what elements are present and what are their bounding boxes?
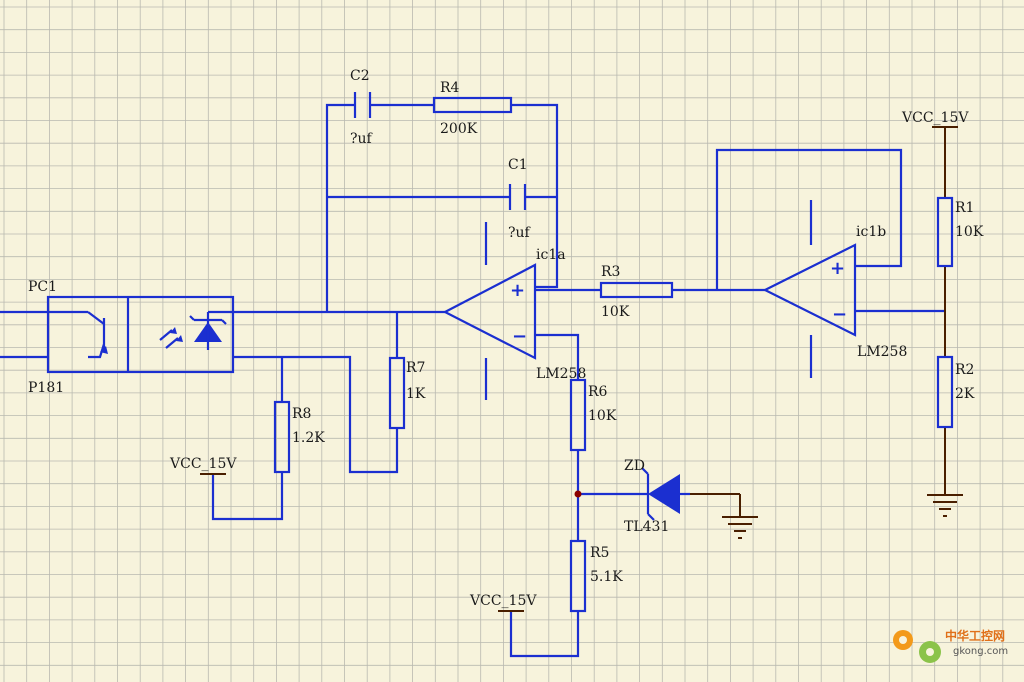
resistor-r6 (569, 378, 587, 452)
ground-symbol-tl431 (722, 516, 758, 539)
label-c1: C1 (508, 157, 528, 173)
label-vcc-r5: VCC_15V (469, 593, 537, 609)
opamp-ic1b-plus: + (830, 258, 845, 279)
watermark-logo: 中华工控网 gkong.com (893, 628, 1008, 663)
label-r7-value: 1K (406, 386, 426, 402)
label-r1-value: 10K (955, 224, 984, 240)
watermark-text: 中华工控网 (945, 628, 1005, 643)
label-lm258-a: LM258 (536, 366, 586, 382)
opamp-ic1b: + − (762, 243, 857, 337)
label-r1: R1 (955, 200, 974, 216)
label-ic1b: ic1b (856, 224, 886, 240)
resistor-r5 (569, 539, 587, 613)
optocoupler-pc1 (0, 295, 235, 374)
resistor-r2 (936, 355, 954, 429)
resistor-r1 (936, 196, 954, 268)
label-r8: R8 (292, 406, 311, 422)
label-ic1a: ic1a (536, 247, 566, 263)
resistor-r4 (432, 96, 513, 114)
label-r5-value: 5.1K (590, 569, 623, 585)
label-c1-value: ?uf (508, 225, 532, 241)
label-vcc-r8: VCC_15V (169, 456, 237, 472)
label-pc1: PC1 (28, 279, 57, 295)
junction-dot (574, 490, 582, 498)
zener-tl431 (641, 467, 690, 521)
opamp-ic1a-minus: − (512, 326, 527, 347)
label-lm258-b: LM258 (857, 344, 907, 360)
opamp-ic1a-plus: + (510, 280, 525, 301)
label-tl431: TL431 (624, 519, 669, 535)
wires (211, 103, 945, 658)
label-r8-value: 1.2K (292, 430, 325, 446)
resistor-r8 (273, 400, 291, 474)
label-p181: P181 (28, 380, 64, 396)
label-r2: R2 (955, 362, 974, 378)
label-r2-value: 2K (955, 386, 975, 402)
label-vcc-r1: VCC_15V (901, 110, 969, 126)
label-c2: C2 (350, 68, 370, 84)
resistor-r3 (599, 281, 674, 299)
opamp-ic1a: + − (442, 263, 537, 360)
label-r5: R5 (590, 545, 609, 561)
label-r3: R3 (601, 264, 620, 280)
label-r6: R6 (588, 384, 608, 400)
label-r4: R4 (440, 80, 460, 96)
watermark-url: gkong.com (953, 646, 1008, 657)
label-r6-value: 10K (588, 408, 617, 424)
label-r4-value: 200K (440, 121, 478, 137)
label-r3-value: 10K (601, 304, 630, 320)
label-c2-value: ?uf (350, 131, 374, 147)
capacitor-c2 (353, 92, 372, 118)
label-zd: ZD (624, 458, 645, 474)
opamp-ic1b-minus: − (832, 304, 847, 325)
ground-symbol-r2 (927, 494, 963, 517)
resistor-r7 (388, 356, 406, 430)
label-r7: R7 (406, 360, 425, 376)
capacitor-c1 (508, 184, 527, 210)
